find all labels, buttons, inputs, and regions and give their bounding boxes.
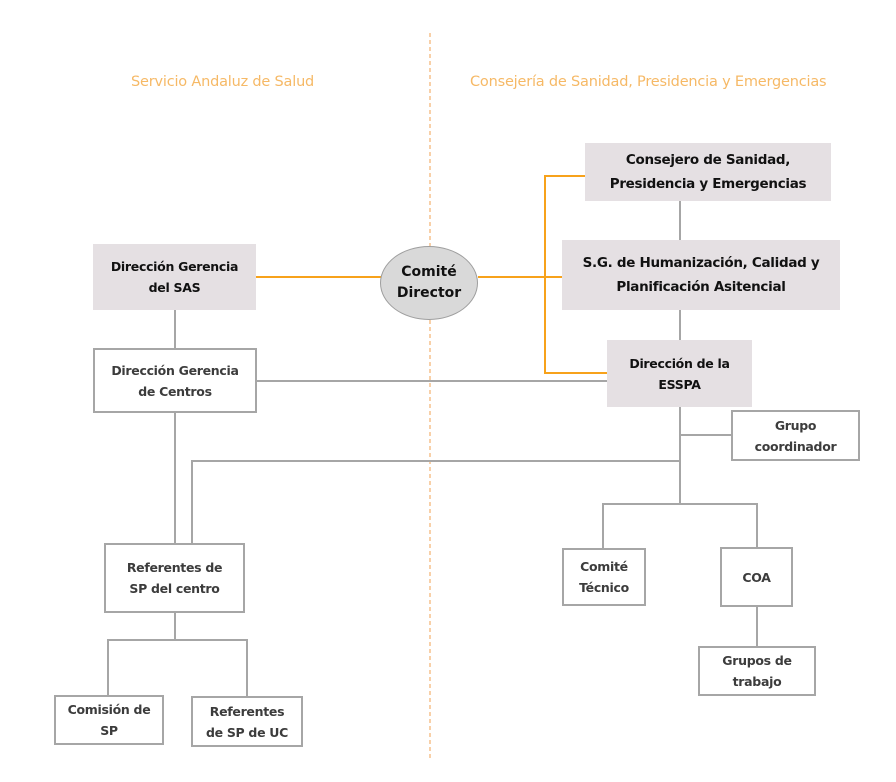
- node-comision-sp: Comisión de SP: [54, 695, 164, 745]
- connector-referentes-children: [107, 639, 248, 697]
- region-title-consejeria: Consejería de Sanidad, Presidencia y Eme…: [470, 74, 827, 90]
- node-label: Dirección Gerencia: [110, 259, 239, 274]
- node-label: Grupos de: [722, 653, 792, 668]
- region-title-sas: Servicio Andaluz de Salud: [131, 74, 315, 90]
- node-label: de Centros: [138, 383, 212, 399]
- node-grupos-trabajo: Grupos de trabajo: [698, 646, 816, 696]
- node-label: Consejero de Sanidad,: [625, 152, 791, 168]
- connector-esspa-to-children: [602, 503, 758, 548]
- connector-esspa-to-referentes: [191, 460, 680, 543]
- node-label: Presidencia y Emergencias: [609, 176, 807, 192]
- node-referentes-sp-uc: Referentes de SP de UC: [191, 696, 303, 747]
- node-label: Comité: [580, 559, 628, 574]
- node-grupo-coordinador: Grupo coordinador: [731, 410, 860, 461]
- node-consejero: Consejero de Sanidad, Presidencia y Emerg…: [585, 143, 831, 201]
- node-label: Referentes de: [126, 560, 223, 575]
- node-direccion-esspa: Dirección de la ESSPA: [607, 340, 752, 407]
- node-label: coordinador: [754, 438, 837, 454]
- node-label: Dirección Gerencia: [111, 362, 239, 378]
- node-label: Dirección de la: [629, 355, 730, 371]
- node-label: ESSPA: [658, 376, 701, 392]
- node-label: SP del centro: [129, 581, 220, 596]
- node-label: Grupo: [774, 417, 817, 433]
- node-label: Referentes: [209, 703, 285, 719]
- node-label: S.G. de Humanización, Calidad y: [582, 255, 820, 271]
- node-direccion-gerencia-centros: Dirección Gerencia de Centros: [93, 348, 257, 413]
- connector-bracket-consejeria: [544, 175, 607, 374]
- node-label: del SAS: [148, 280, 201, 295]
- node-label: Planificación Asitencial: [616, 279, 786, 295]
- node-label: SP: [100, 723, 118, 738]
- node-label: trabajo: [732, 674, 782, 689]
- node-coa: COA: [720, 547, 793, 607]
- node-label: de SP de UC: [205, 724, 289, 740]
- node-label: Comisión de: [67, 702, 151, 717]
- node-label: Técnico: [579, 580, 629, 595]
- node-referentes-sp-centro: Referentes de SP del centro: [104, 543, 245, 613]
- node-sg-humanizacion: S.G. de Humanización, Calidad y Planifica…: [562, 240, 840, 310]
- node-label: COA: [742, 569, 771, 585]
- node-label: Director: [396, 285, 462, 301]
- node-label: Comité: [401, 264, 457, 280]
- node-direccion-gerencia-sas: Dirección Gerencia del SAS: [93, 244, 256, 310]
